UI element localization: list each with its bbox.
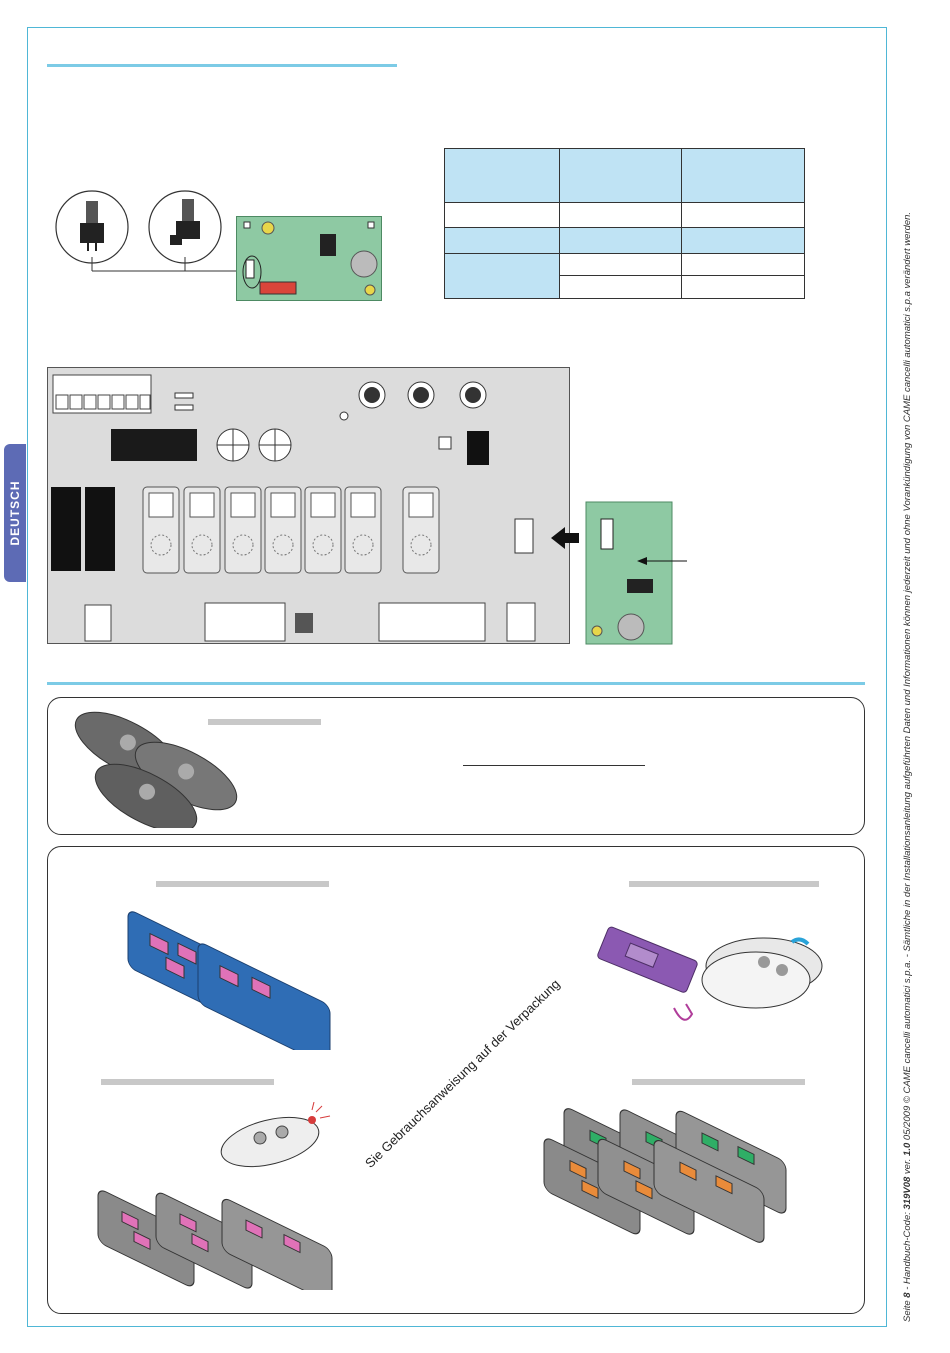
manual-code: 319V08 [902,1176,913,1210]
transmitter-group-purple-white [597,926,823,1021]
transmitter-white-keyfob [220,1102,331,1168]
transmitter-panel-1 [47,697,865,835]
page-number: 8 [902,1292,913,1298]
radio-card-small [236,216,382,301]
label-bar-5 [632,1079,805,1085]
manual-version: 1.0 [902,1142,913,1156]
label-bar-4 [101,1079,274,1085]
label-bar-2 [156,881,329,887]
transmitter-group-grey-oval [74,711,238,828]
jumper-table [444,148,805,299]
footer-note: Seite 8 - Handbuch-Code: 319V08 ver. 1.0… [902,211,913,1322]
transmitter-group-grey-pink [97,1190,333,1290]
control-board-diagram [47,367,687,645]
transmitter-panel-2 [47,846,865,1314]
legal-text: 05/2009 © CAME cancelli automatici s.p.a… [902,211,913,1143]
label-bar-1 [208,719,321,725]
label-bar-3 [629,881,819,887]
transmitter-group-green-orange [543,1108,787,1243]
language-tab[interactable]: DEUTSCH [4,444,26,582]
section-rule-middle [47,682,865,685]
underline-rule [463,765,645,766]
language-tab-label: DEUTSCH [8,480,22,546]
jumper-detail-diagram [55,190,250,272]
section-rule-top [47,64,397,67]
transmitter-group-blue [127,911,331,1050]
page-frame [27,27,887,1327]
